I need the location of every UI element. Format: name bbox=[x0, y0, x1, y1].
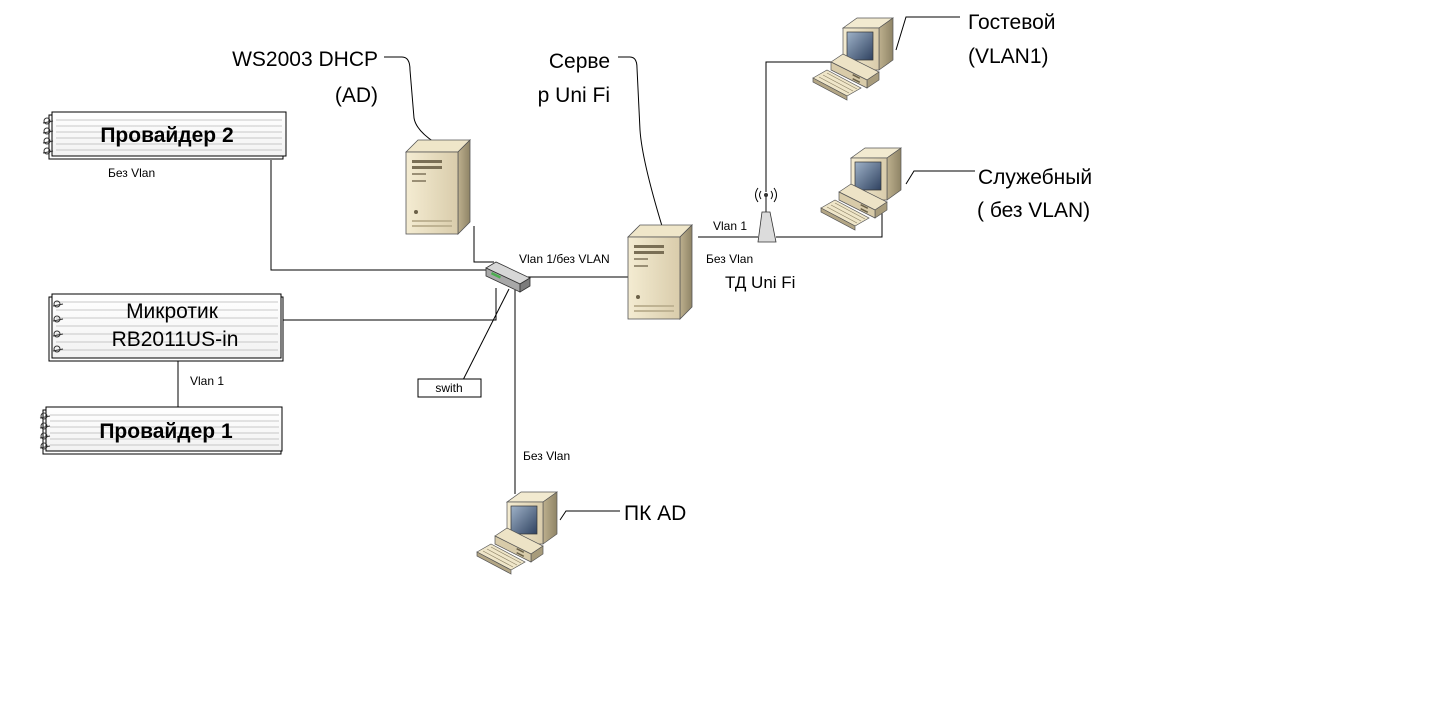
guest-pc-icon bbox=[812, 17, 894, 101]
provider1-box: Провайдер 1 bbox=[39, 406, 283, 455]
link-dhcp-switch bbox=[473, 226, 494, 263]
pc-link-label: Без Vlan bbox=[523, 449, 570, 463]
connections bbox=[177, 16, 975, 521]
unifi-server-label-line1: Серве bbox=[549, 50, 610, 73]
link-router-switch bbox=[282, 288, 497, 321]
pc-ad-label: ПК AD bbox=[624, 502, 686, 525]
service-label-line1: Служебный bbox=[978, 166, 1092, 189]
switch-label-box bbox=[417, 378, 482, 398]
unifi-server-icon bbox=[627, 224, 693, 320]
access-point-label: ТД Uni Fi bbox=[725, 273, 795, 292]
provider2-label: Провайдер 2 bbox=[100, 124, 233, 147]
callout-guest bbox=[895, 16, 960, 51]
provider2-box: Провайдер 2 bbox=[42, 111, 287, 160]
switch-device bbox=[485, 261, 531, 293]
provider1-label: Провайдер 1 bbox=[99, 420, 233, 443]
server-ap-link-label: Без Vlan bbox=[706, 252, 753, 266]
ap-link-label: Vlan 1 bbox=[713, 219, 747, 233]
callout-unifi-server bbox=[618, 56, 663, 227]
dhcp-server-label-line1: WS2003 DHCP bbox=[232, 48, 378, 71]
dhcp-server-icon bbox=[405, 139, 471, 235]
callout-service bbox=[905, 170, 975, 185]
service-pc-icon bbox=[820, 147, 902, 231]
switch-server-link-label: Vlan 1/без VLAN bbox=[519, 252, 610, 266]
service-label-line2: ( без VLAN) bbox=[977, 199, 1090, 222]
router-label-line1: Микротик bbox=[126, 300, 219, 323]
router-label-line2: RB2011US-in bbox=[112, 328, 239, 351]
guest-label-line1: Гостевой bbox=[968, 11, 1056, 34]
link-provider2-switch bbox=[270, 160, 490, 271]
guest-label-line2: (VLAN1) bbox=[968, 45, 1049, 68]
provider2-link-label: Без Vlan bbox=[108, 166, 155, 180]
router-link-label: Vlan 1 bbox=[190, 374, 224, 388]
callout-dhcp bbox=[384, 56, 447, 153]
unifi-server-label-line2: р Uni Fi bbox=[538, 84, 610, 107]
switch-label: swith bbox=[435, 381, 462, 395]
ad-pc-icon bbox=[476, 491, 558, 575]
dhcp-server-label-line2: (AD) bbox=[335, 84, 378, 107]
router-box: Микротик RB2011US-in bbox=[48, 293, 284, 362]
link-ap-service bbox=[776, 210, 883, 238]
callout-pc-ad bbox=[559, 510, 620, 521]
link-ap-guest bbox=[765, 61, 832, 192]
access-point-icon bbox=[755, 187, 777, 243]
switch-callout bbox=[462, 288, 510, 381]
